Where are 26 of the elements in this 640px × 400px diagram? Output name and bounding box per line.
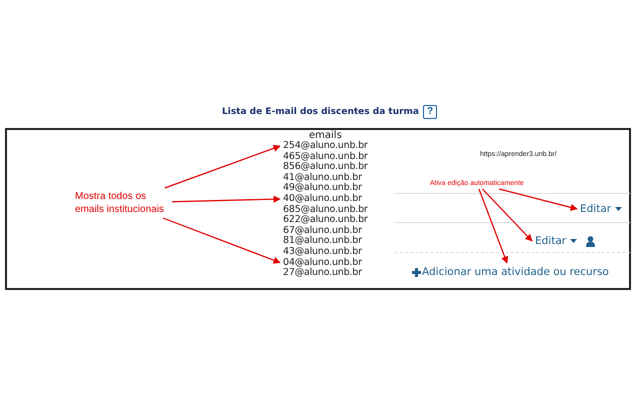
help-button: ? bbox=[423, 105, 438, 119]
email-address: 04@aluno.unb.br bbox=[283, 258, 362, 268]
annotation-text: Mostra todos os emails institucionais bbox=[75, 190, 170, 216]
email-address: 43@aluno.unb.br bbox=[283, 247, 362, 257]
email-address: 254@aluno.unb.br bbox=[283, 141, 368, 151]
arrow bbox=[498, 188, 578, 211]
email-address: 856@aluno.unb.br bbox=[283, 162, 368, 172]
arrow bbox=[482, 188, 532, 242]
arrow bbox=[164, 144, 281, 189]
email-address: 41@aluno.unb.br bbox=[283, 172, 362, 183]
edit-menu-link: Editar bbox=[535, 235, 566, 247]
email-address: 465@aluno.unb.br bbox=[283, 152, 368, 162]
arrow bbox=[172, 196, 281, 203]
email-address: 685@aluno.unb.br bbox=[283, 204, 368, 215]
email-address: 40@aluno.unb.br bbox=[283, 194, 362, 204]
arrow bbox=[162, 217, 281, 264]
arrow bbox=[478, 188, 508, 264]
edit-menu-link: Editar bbox=[580, 203, 612, 215]
email-address: 81@aluno.unb.br bbox=[283, 236, 362, 246]
column-header: emails bbox=[309, 130, 342, 141]
email-address: 622@aluno.unb.br bbox=[283, 215, 368, 226]
email-address: 67@aluno.unb.br bbox=[283, 226, 362, 236]
heading: Lista de E-mail dos discentes da turma bbox=[222, 107, 419, 117]
email-address: 49@aluno.unb.br bbox=[283, 183, 362, 194]
add-activity-link: Adicionar uma atividade ou recurso bbox=[422, 266, 609, 278]
email-address: 27@aluno.unb.br bbox=[283, 268, 362, 278]
